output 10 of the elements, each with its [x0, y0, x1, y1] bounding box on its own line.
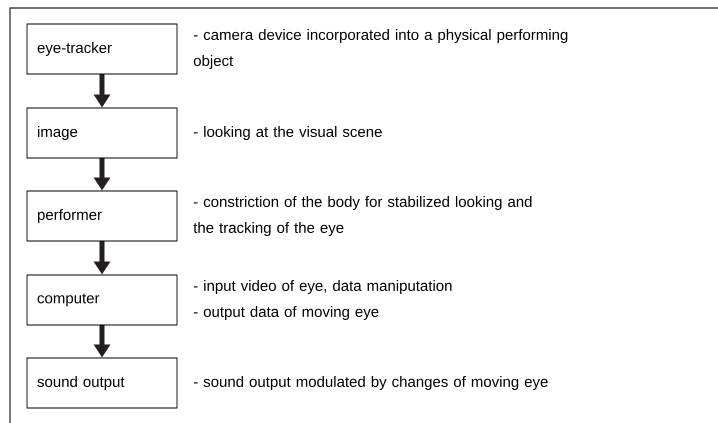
process-box: computer	[26, 274, 178, 326]
description-text: - constriction of the body for stabilized looking and the tracking of the eye	[193, 196, 532, 236]
process-box: sound output	[26, 358, 178, 408]
process-box: performer	[26, 190, 178, 242]
description-text: - sound output modulated by changes of moving eye	[194, 376, 548, 390]
description-text: - looking at the visual scene	[194, 126, 382, 140]
description-text: - camera device incorporated into a physical performing object	[194, 29, 568, 69]
process-box: eye-tracker	[26, 24, 178, 74]
process-box: image	[26, 108, 178, 158]
description-text: - input video of eye, data maniputation - output data of moving eye	[194, 280, 452, 320]
